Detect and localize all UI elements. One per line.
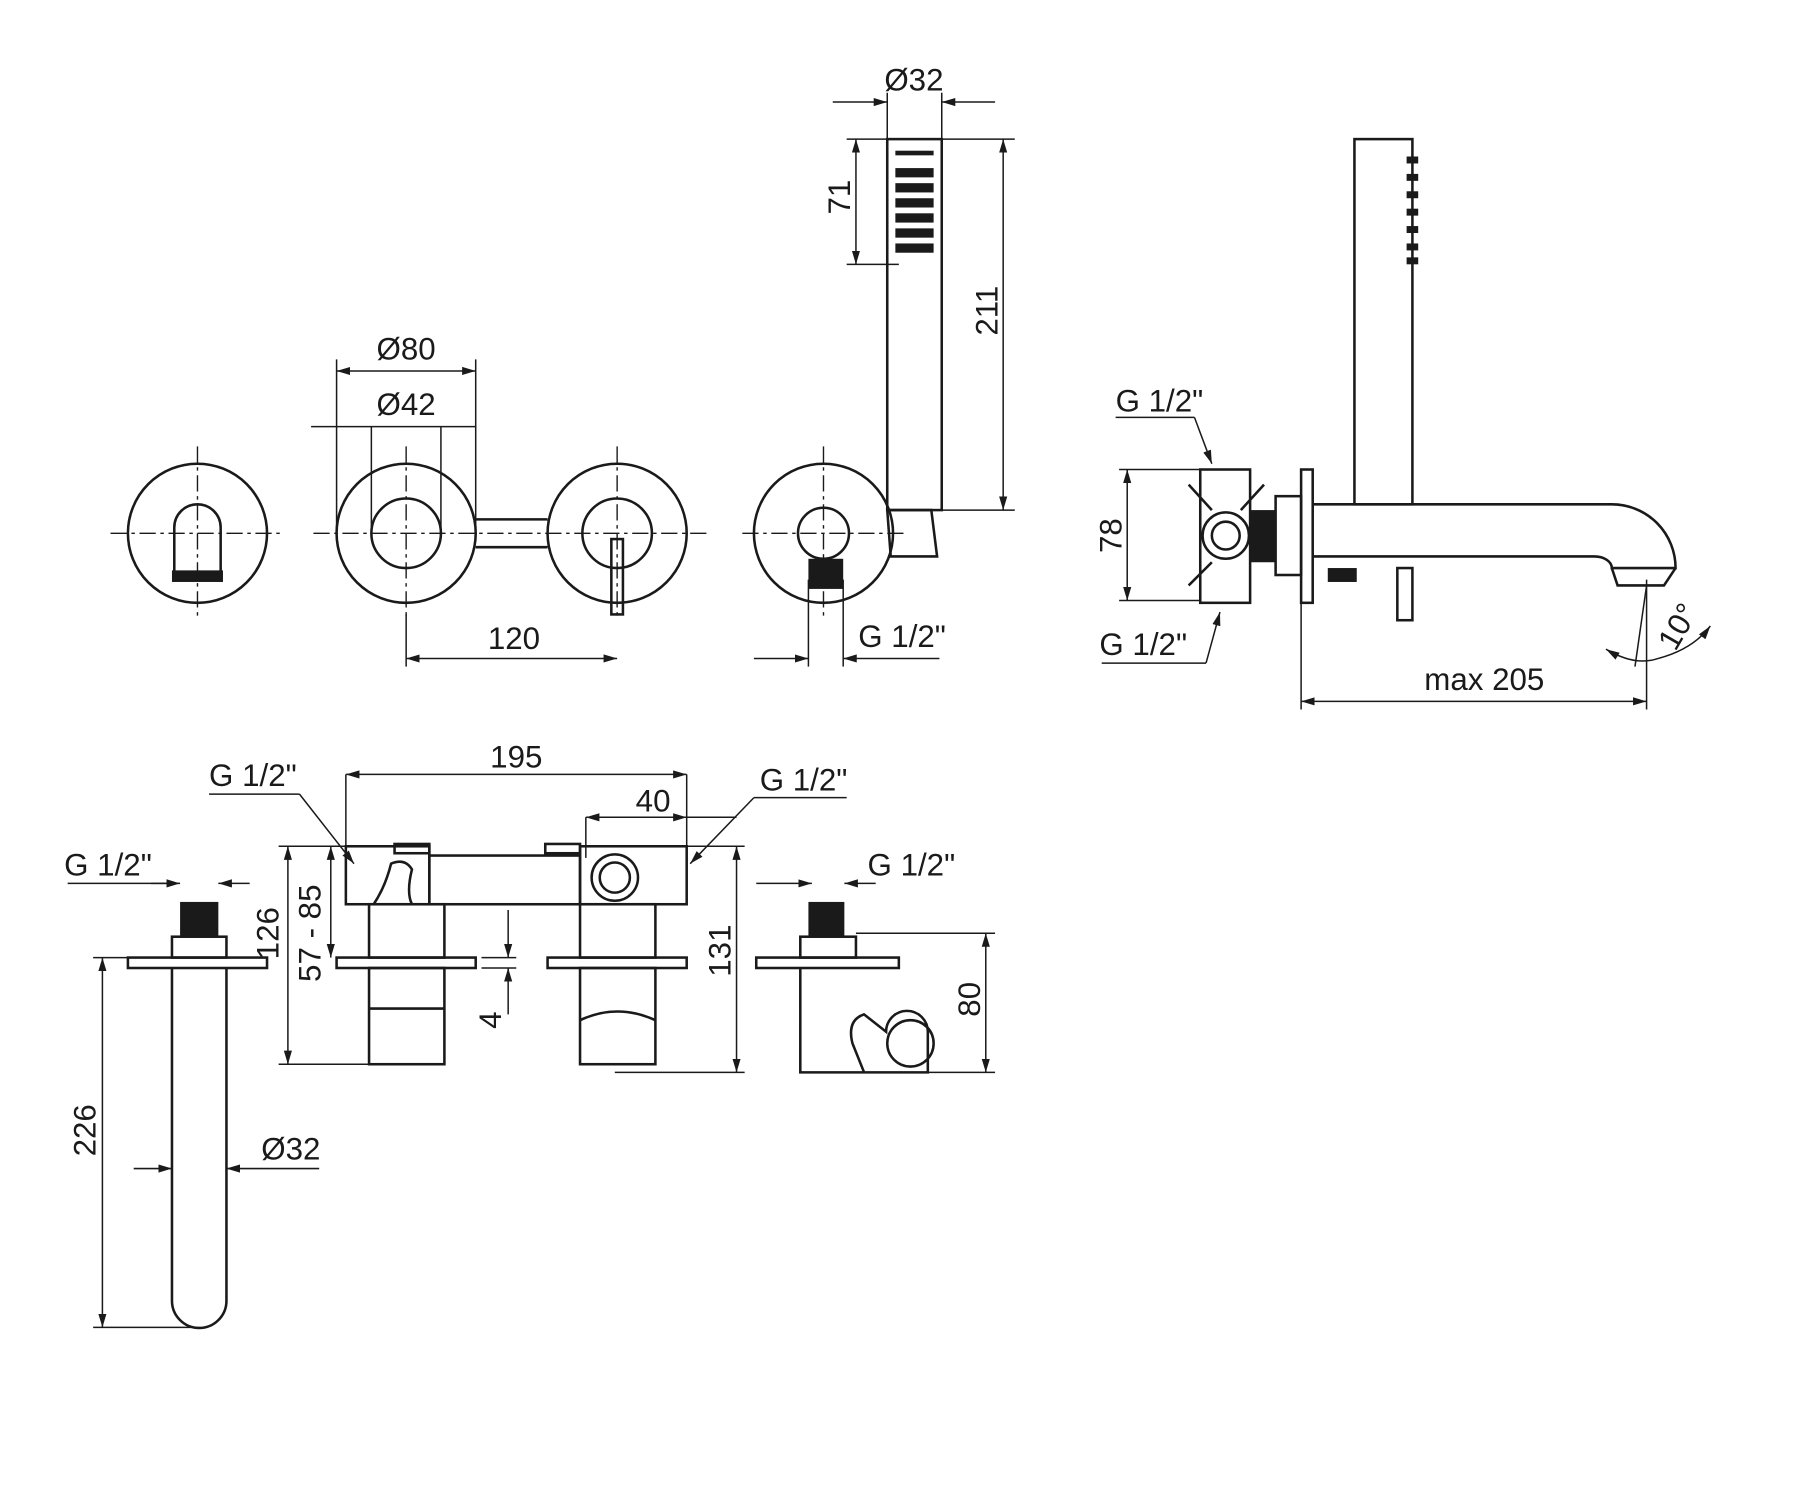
- spout-side-view: [67, 879, 320, 1330]
- holder-front-view: [742, 92, 1015, 667]
- dim-g-spout: G 1/2": [64, 847, 152, 882]
- dim-80: 80: [952, 982, 987, 1017]
- dim-71: 71: [822, 180, 857, 215]
- dim-d42: Ø42: [377, 387, 436, 422]
- mixer-top-view: [209, 770, 847, 1074]
- spout-plate-front-view: [110, 446, 285, 621]
- dim-195: 195: [490, 739, 542, 774]
- dim-120: 120: [488, 621, 540, 656]
- dim-211: 211: [969, 286, 1004, 336]
- dim-g-side-top: G 1/2": [1116, 384, 1204, 419]
- holder-side-view: [754, 879, 996, 1074]
- dim-g-mixer-right: G 1/2": [760, 763, 848, 798]
- dim-226: 226: [67, 1104, 102, 1156]
- dim-g-mixer-left: G 1/2": [209, 758, 297, 793]
- dim-max205: max 205: [1424, 662, 1544, 697]
- dim-d32-bottom: Ø32: [261, 1131, 320, 1166]
- dim-d80: Ø80: [377, 331, 436, 366]
- dim-g-side-bottom: G 1/2": [1099, 627, 1187, 662]
- dim-4: 4: [473, 1011, 508, 1028]
- dim-d32-top: Ø32: [884, 62, 943, 97]
- dim-angle10: 10°: [1651, 597, 1705, 655]
- dim-40: 40: [636, 783, 671, 818]
- dim-g-holder-front: G 1/2": [858, 619, 946, 654]
- dim-78: 78: [1093, 518, 1128, 553]
- dim-g-holder-side: G 1/2": [868, 847, 956, 882]
- assembly-side-view: [1101, 137, 1711, 710]
- mixer-front-view: [311, 359, 708, 667]
- dim-126: 126: [251, 907, 286, 959]
- dim-57-85: 57 - 85: [292, 885, 327, 982]
- dim-131: 131: [703, 925, 738, 977]
